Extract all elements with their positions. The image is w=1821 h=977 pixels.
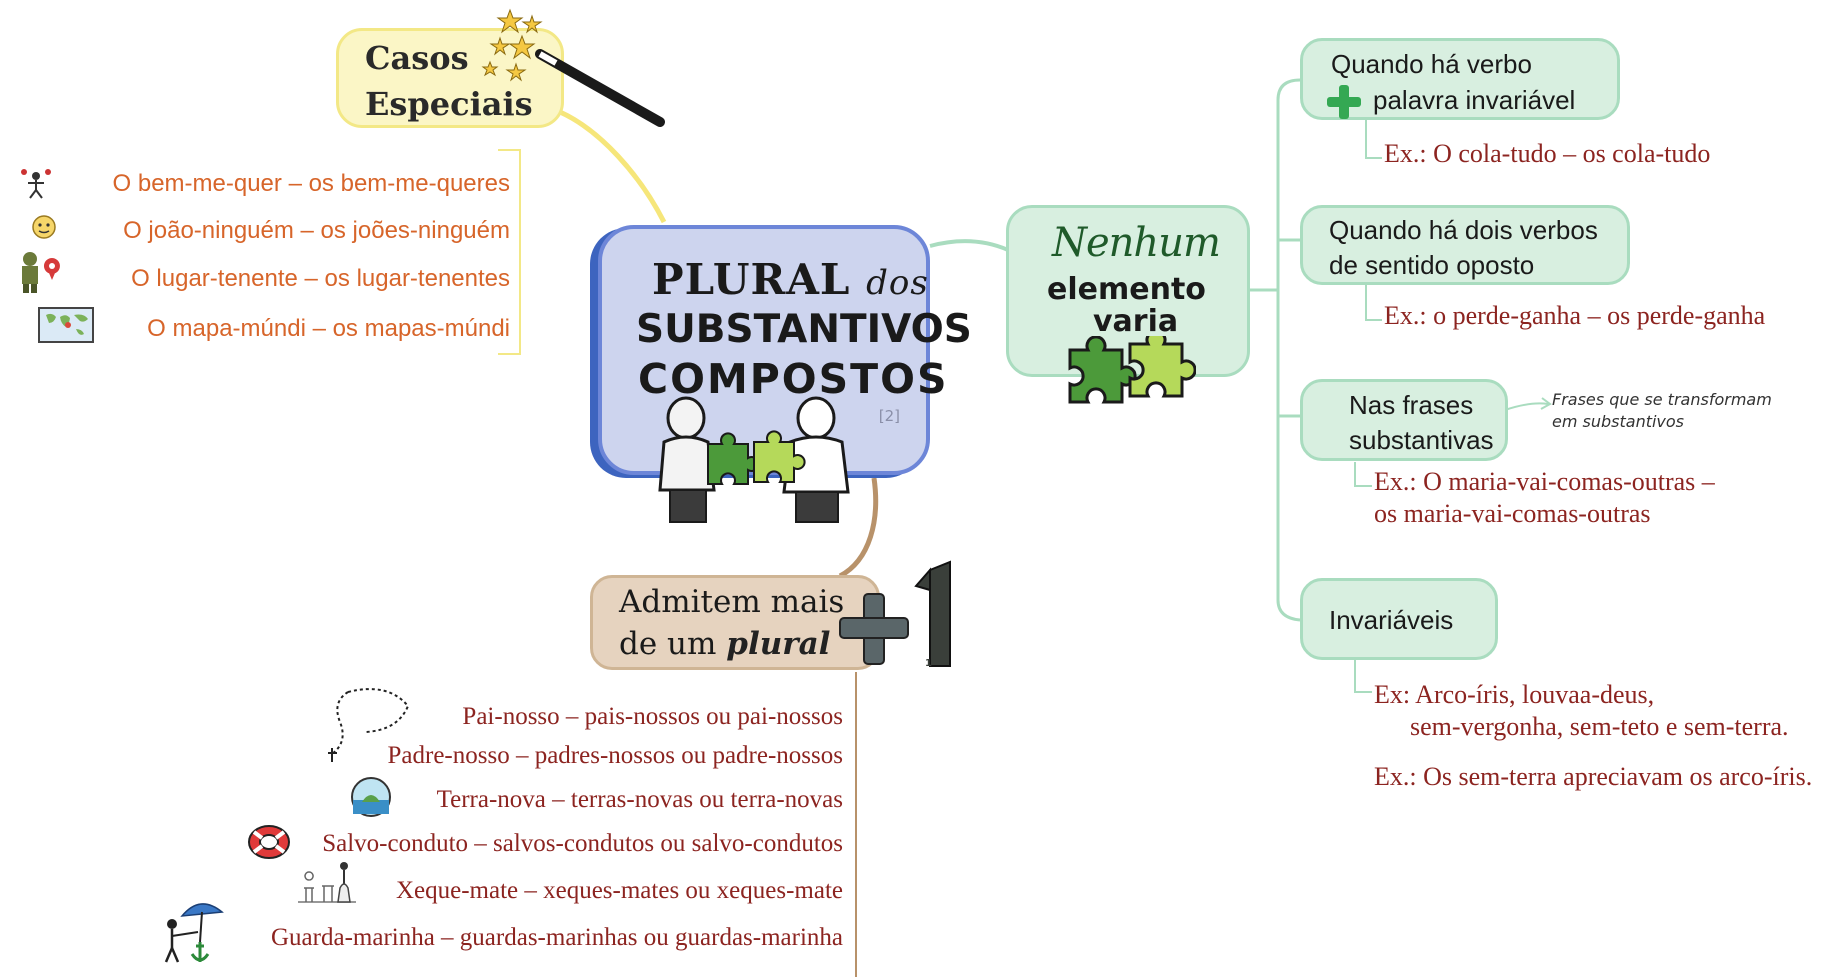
- face-icon: [32, 215, 56, 239]
- example-text: Ex.: Os sem-terra apreciavam os arco-íri…: [1374, 762, 1813, 791]
- branch-line1: Quando há verbo: [1331, 49, 1532, 79]
- nenhum-label: Nenhum: [1052, 220, 1221, 266]
- nenhum-elemento-varia-node[interactable]: Nenhum elemento varia: [1006, 205, 1250, 377]
- plural-item: Guarda-marinha – guardas-marinhas ou gua…: [271, 924, 843, 951]
- example-text: Ex.: O cola-tudo – os cola-tudo: [1384, 139, 1711, 168]
- magic-wand-icon: [481, 8, 665, 127]
- example-text: Ex: Arco-íris, louvaa-deus,: [1374, 680, 1655, 709]
- rosary-icon: [328, 688, 410, 762]
- juggler-icon: [21, 169, 51, 199]
- admitem-mais-de-um-plural-node[interactable]: Admitem mais de um plural: [590, 575, 880, 670]
- case-item: O mapa-múndi – os mapas-múndi: [147, 315, 510, 342]
- guard-umbrella-icon: [164, 903, 224, 963]
- central-title-line1: PLURAL dos: [652, 255, 929, 304]
- example-text: Ex.: o perde-ganha – os perde-ganha: [1384, 301, 1766, 330]
- plus-icon: [1327, 85, 1361, 119]
- connector-casos: [558, 109, 667, 224]
- example-text: os maria-vai-comas-outras: [1374, 499, 1651, 528]
- case-item: O joão-ninguém – os joões-ninguém: [123, 217, 510, 244]
- connector-admitem: [838, 477, 879, 579]
- branch-line2: palavra invariável: [1373, 85, 1576, 115]
- plural-item: Pai-nosso – pais-nossos ou pai-nossos: [462, 703, 843, 730]
- plus-one-icon: 1: [839, 560, 951, 669]
- central-topic[interactable]: PLURAL dos SUBSTANTIVOS COMPOSTOS [2]: [598, 225, 972, 475]
- world-map-icon: [38, 307, 94, 343]
- note-arrow: [1504, 402, 1549, 411]
- branch-invariaveis[interactable]: Invariáveis: [1300, 578, 1498, 660]
- plus-one-badge: 1: [925, 658, 932, 669]
- people-puzzle-icon: [658, 396, 850, 523]
- case-item: O bem-me-quer – os bem-me-queres: [112, 170, 510, 197]
- branch-line2: substantivas: [1349, 425, 1494, 455]
- central-title-line2: SUBSTANTIVOS: [636, 307, 972, 352]
- chess-icon: [298, 862, 356, 903]
- branch-verbos-opostos[interactable]: Quando há dois verbos de sentido oposto: [1300, 205, 1630, 285]
- branch-line1: Quando há dois verbos: [1329, 215, 1598, 245]
- plural-item: Padre-nosso – padres-nossos ou padre-nos…: [387, 742, 844, 769]
- trunk-vertical: [1276, 78, 1301, 622]
- plural-item: Terra-nova – terras-novas ou terra-novas: [436, 786, 843, 813]
- example-text: sem-vergonha, sem-teto e sem-terra.: [1410, 712, 1789, 741]
- plural-item: Salvo-conduto – salvos-condutos ou salvo…: [322, 830, 843, 857]
- connector-nenhum: [929, 239, 1009, 252]
- admitem-line1: Admitem mais: [619, 584, 845, 620]
- case-item: O lugar-tenente – os lugar-tenentes: [131, 265, 510, 292]
- island-icon: [351, 777, 391, 817]
- varia-label: varia: [1093, 304, 1179, 339]
- lifebuoy-icon: [248, 825, 290, 859]
- plural-item: Xeque-mate – xeques-mates ou xeques-mate: [395, 877, 843, 904]
- branch-frases-substantivas[interactable]: Nas frases substantivas: [1300, 379, 1508, 461]
- example-text: Ex.: O maria-vai-comas-outras –: [1374, 467, 1715, 496]
- branch-line1: Invariáveis: [1329, 605, 1454, 635]
- branch-line2: de sentido oposto: [1329, 250, 1535, 280]
- central-title-line3: COMPOSTOS: [638, 355, 949, 403]
- bracket-casos: [498, 149, 521, 355]
- branch-line1: Nas frases: [1349, 390, 1474, 420]
- puzzle-pieces-icon: [1068, 336, 1196, 404]
- elemento-label: elemento: [1047, 272, 1206, 307]
- admitem-line2: de um plural: [619, 626, 831, 662]
- soldier-icon: [22, 252, 60, 293]
- reference-marker: [2]: [878, 407, 900, 425]
